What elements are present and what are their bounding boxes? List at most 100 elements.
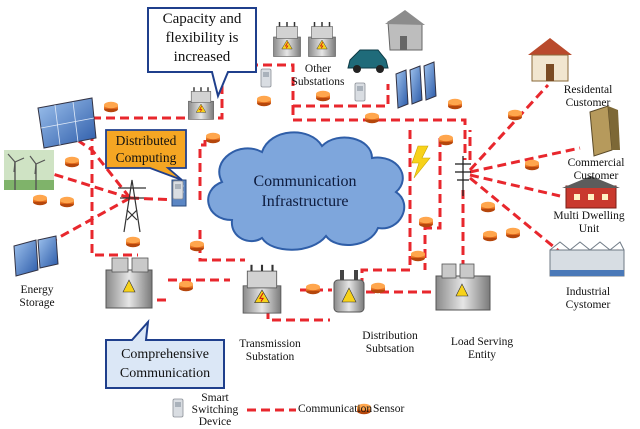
sensor-icon xyxy=(316,90,330,102)
solar-panel-icon xyxy=(37,97,97,149)
multi-dwelling-icon xyxy=(562,176,620,209)
solar-array-icon xyxy=(395,61,437,109)
other-substations-label: Other Substations xyxy=(290,63,346,89)
sensor-icon xyxy=(481,201,495,213)
link-top-rect xyxy=(92,63,390,120)
industrial-plant-icon xyxy=(549,241,625,277)
commercial-building-icon xyxy=(589,105,620,157)
generation-plant-icon xyxy=(105,257,153,309)
sensor-icon xyxy=(506,227,520,239)
comprehensive-callout-line2: Communication xyxy=(119,366,211,381)
legend-switch-line3: Device xyxy=(198,416,232,428)
distributed-callout: Distributed Computing xyxy=(106,132,186,166)
transmission-label: Transmission Substation xyxy=(232,338,308,364)
residential-house-icon xyxy=(528,38,572,82)
electric-car-icon xyxy=(347,49,389,73)
transmission-tower-icon xyxy=(118,179,146,233)
residential-label: Residental Customer xyxy=(548,84,628,110)
commercial-line1: Commercial xyxy=(567,157,625,169)
legend-switch-line1: Smart xyxy=(201,392,229,404)
comprehensive-callout-line1: Comprehensive xyxy=(121,347,209,362)
substation-top-left-icon xyxy=(187,86,215,121)
multi-dwelling-line1: Multi Dwelling xyxy=(553,210,625,222)
industrial-line1: Industrial xyxy=(565,286,611,298)
cloud-label-line2: Infrastructure xyxy=(261,193,349,210)
distribution-line2: Subtsation xyxy=(365,343,415,355)
residential-line2: Customer xyxy=(565,97,611,109)
multi-dwelling-label: Multi Dwelling Unit xyxy=(546,210,632,236)
legend-switch-line2: Switching xyxy=(191,404,239,416)
load-serving-entity-icon xyxy=(435,263,491,311)
sensor-icon xyxy=(126,236,140,248)
sensor-icon xyxy=(439,134,453,146)
sensor-icon xyxy=(483,230,497,242)
sensor-icon xyxy=(104,101,118,113)
comprehensive-callout-shape xyxy=(105,318,225,389)
wind-turbine-icon xyxy=(4,150,54,190)
other-substations-line2: Substations xyxy=(291,76,345,88)
link-mid-right xyxy=(423,138,442,270)
communication-links xyxy=(39,63,581,322)
distributed-callout-line2: Computing xyxy=(115,150,177,165)
sensor-icon xyxy=(257,95,271,107)
sensor-icon xyxy=(190,240,204,252)
house-icon xyxy=(385,10,425,51)
sensor-icon xyxy=(206,132,220,144)
substation-other-1-icon xyxy=(272,21,302,58)
link-inner-top xyxy=(198,140,207,205)
sensor-icon xyxy=(411,250,425,262)
sensor-icon xyxy=(65,156,79,168)
sensor-icon xyxy=(508,109,522,121)
sensor-icon xyxy=(365,112,379,124)
commercial-label: Commercial Customer xyxy=(556,157,636,183)
multi-dwelling-line2: Unit xyxy=(578,223,600,235)
legend-switch-label: Smart Switching Device xyxy=(188,392,242,428)
sensor-icon xyxy=(448,98,462,110)
smart-switch-icon xyxy=(172,180,184,200)
link-distpole-multi xyxy=(469,173,561,198)
capacity-callout-line1: Capacity and xyxy=(162,11,242,27)
link-bottom-inner xyxy=(198,230,245,262)
commercial-line2: Customer xyxy=(573,170,619,182)
sensor-icon xyxy=(419,216,433,228)
energy-storage-icon xyxy=(13,235,59,277)
sensor-icon xyxy=(371,282,385,294)
energy-storage-line1: Energy xyxy=(20,284,54,296)
distribution-pole-icon xyxy=(455,156,471,196)
substation-other-2-icon xyxy=(307,21,337,58)
residential-line1: Residental xyxy=(563,84,613,96)
smart-switch-icon xyxy=(354,82,366,102)
sensor-icon xyxy=(33,194,47,206)
legend-communication-label: Communication xyxy=(298,403,373,415)
link-bottom-main xyxy=(168,278,432,294)
distributed-callout-line1: Distributed xyxy=(115,133,177,148)
capacity-callout-line2: flexibility is xyxy=(165,30,239,46)
cloud-label: Communication Infrastructure xyxy=(225,172,385,212)
distribution-line1: Distribution xyxy=(362,330,418,342)
link-distpole-residential xyxy=(468,83,550,172)
distributed-callout-shape xyxy=(105,129,187,181)
load-serving-line1: Load Serving xyxy=(450,336,514,348)
sensor-icon xyxy=(306,283,320,295)
link-inner-right xyxy=(360,130,412,285)
sensor-icon xyxy=(179,280,193,292)
other-substations-line1: Other xyxy=(304,63,332,75)
legend-sensor-label: Sensor xyxy=(373,403,405,415)
transmission-line1: Transmission xyxy=(239,338,301,350)
communication-cloud xyxy=(207,131,406,251)
capacity-callout: Capacity and flexibility is increased xyxy=(148,10,256,67)
transmission-substation-icon xyxy=(242,263,282,315)
load-serving-label: Load Serving Entity xyxy=(444,336,520,362)
distribution-transformer-icon xyxy=(333,270,365,313)
cloud-label-line1: Communication xyxy=(253,173,357,190)
link-tower-wind xyxy=(39,168,131,200)
transmission-line2: Substation xyxy=(245,351,295,363)
link-top-rect-right xyxy=(291,106,467,160)
distribution-label: Distribution Subtsation xyxy=(354,330,426,356)
comprehensive-callout: Comprehensive Communication xyxy=(106,345,224,383)
industrial-label: Industrial Cystomer xyxy=(548,286,628,312)
sensor-icon xyxy=(525,159,539,171)
link-left-vertical xyxy=(90,118,138,257)
